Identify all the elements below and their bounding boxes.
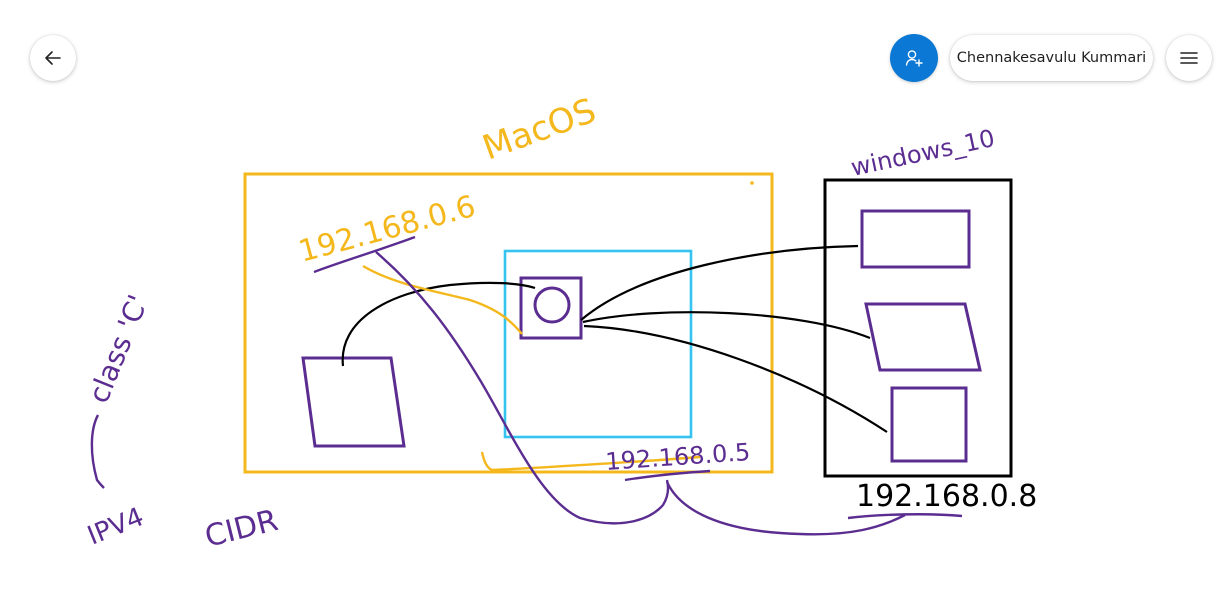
link-center-win3 (583, 324, 888, 433)
label-macos-ip: 192.168.0.6 (295, 189, 479, 270)
purple-underline-center-ip (624, 469, 711, 482)
label-class-c: class 'C' (82, 290, 155, 407)
link-center-win1 (580, 244, 859, 321)
windows-node-2 (864, 302, 982, 372)
invite-user-button[interactable] (890, 34, 938, 82)
back-button[interactable] (30, 35, 76, 81)
link-center-left (341, 281, 536, 367)
user-name: Chennakesavulu Kummari (956, 50, 1147, 66)
purple-underline-macos-ip (313, 235, 416, 274)
menu-button[interactable] (1166, 35, 1212, 81)
windows-node-3 (890, 386, 968, 463)
link-center-win2 (582, 311, 871, 340)
label-windows: windows_10 (848, 124, 997, 182)
left-node-box (301, 356, 406, 448)
user-name-button[interactable]: Chennakesavulu Kummari (950, 35, 1153, 81)
yellow-underline-bottom (480, 451, 701, 472)
label-cidr: CIDR (201, 503, 281, 555)
arrow-left-icon (45, 51, 61, 65)
label-macos: MacOS (477, 91, 601, 169)
label-ipv4: IPV4 (83, 502, 148, 551)
purple-bracket (90, 414, 105, 489)
windows-box (823, 178, 1013, 478)
center-node-box (519, 276, 583, 340)
label-center-ip: 192.168.0.5 (604, 438, 751, 476)
macos-dot (750, 181, 754, 185)
purple-curve-left (375, 251, 670, 525)
purple-underline-windows-ip (847, 513, 963, 520)
add-user-icon (905, 50, 923, 67)
purple-curve-right (665, 481, 906, 536)
macos-box (243, 172, 774, 474)
windows-node-1 (860, 209, 971, 269)
yellow-link-ip (362, 264, 523, 335)
center-node-circle (533, 286, 571, 324)
label-windows-ip: 192.168.0.8 (856, 479, 1037, 514)
hamburger-menu-icon (1180, 52, 1198, 64)
